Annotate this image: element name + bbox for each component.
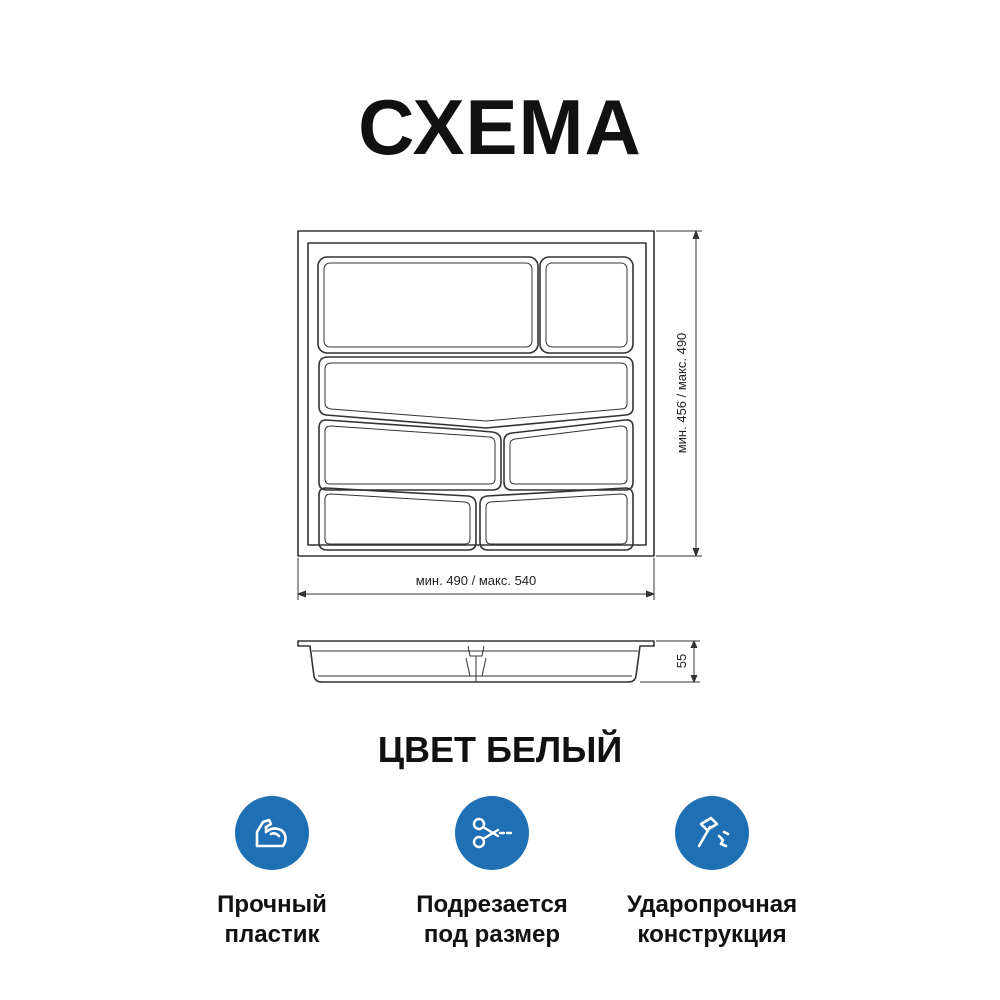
hammer-icon — [675, 796, 749, 870]
height-dimension-label: 55 — [674, 654, 689, 668]
width-dimension-label: мин. 490 / макс. 540 — [416, 573, 537, 588]
color-label: ЦВЕТ БЕЛЫЙ — [377, 729, 623, 770]
tray-side-profile — [297, 640, 655, 683]
feature-line-2: под размер — [423, 921, 561, 948]
compartment-bottom-left — [318, 487, 477, 551]
compartment-wide — [318, 356, 634, 429]
scissors-icon — [455, 796, 529, 870]
compartment-mid-right — [503, 419, 634, 491]
compartment-top-right — [539, 256, 634, 354]
feature-durable-plastic: Прочный пластик — [142, 796, 402, 950]
feature-cuttable: Подрезается под размер — [362, 796, 622, 950]
tray-inner-rim — [307, 242, 647, 546]
feature-impact-resistant: Ударопрочная конструкция — [582, 796, 842, 950]
feature-line-2: конструкция — [637, 921, 787, 948]
tray-outer-frame — [297, 230, 655, 557]
feature-line-1: Ударопрочная — [626, 891, 798, 918]
feature-line-1: Подрезается — [416, 891, 568, 918]
compartment-mid-left — [318, 419, 502, 491]
page-title: СХЕМА — [358, 83, 642, 171]
compartment-top-left — [317, 256, 539, 354]
compartment-bottom-right — [479, 487, 634, 551]
feature-line-2: пластик — [224, 921, 320, 948]
depth-dimension-label: мин. 456 / макс. 490 — [674, 333, 689, 454]
muscle-arm-icon — [235, 796, 309, 870]
feature-line-1: Прочный — [217, 891, 327, 918]
